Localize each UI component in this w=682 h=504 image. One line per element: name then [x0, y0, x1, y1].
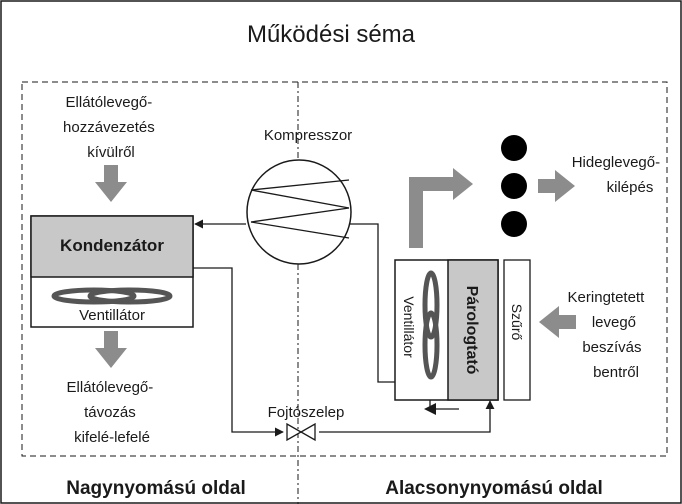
diagram-title: Működési séma	[247, 21, 416, 48]
evaporator-box	[447, 259, 499, 401]
recirc-label: Keringtetett levegő beszívás bentről	[568, 289, 649, 381]
fan-left-icon	[51, 287, 173, 305]
flow-arrowhead-icon	[424, 403, 436, 415]
low-pressure-side-label: Alacsonynyomású oldal	[385, 478, 603, 499]
high-pressure-side-label: Nagynyomású oldal	[66, 478, 246, 499]
fan-left-label: Ventillátor	[79, 307, 145, 324]
filter-label: Szűrő	[509, 304, 525, 341]
line-valve-to-evaporator	[319, 400, 495, 433]
compressor-label: Kompresszor	[264, 127, 352, 144]
fan-right-label: Ventillátor	[401, 296, 417, 358]
condenser-label: Kondenzátor	[60, 236, 164, 255]
exhaust-label: Ellátólevegő- távozás kifelé-lefelé	[67, 379, 158, 446]
exhaust-arrow-icon	[95, 331, 127, 368]
throttle-valve-label: Fojtószelep	[268, 404, 345, 421]
cold-air-label: Hideglevegő- kilépés	[572, 154, 665, 196]
compressor-icon	[246, 159, 352, 265]
filter-box	[503, 259, 531, 401]
line-condenser-to-valve	[193, 267, 284, 437]
recirc-arrow-icon	[539, 306, 576, 338]
condenser-box	[30, 215, 194, 278]
intake-arrow-icon	[95, 165, 127, 202]
evaporator-label: Párologtató	[463, 286, 480, 375]
throttle-valve-icon	[286, 422, 316, 442]
inner-dashed-frame	[21, 81, 668, 457]
intake-label: Ellátólevegő- hozzávezetés kívülről	[63, 94, 159, 161]
cold-air-duct-arrow-icon	[409, 168, 473, 248]
fan-right-icon	[422, 270, 440, 380]
cold-air-out-arrow-icon	[538, 170, 575, 202]
cold-air-dots-icon	[501, 135, 527, 237]
